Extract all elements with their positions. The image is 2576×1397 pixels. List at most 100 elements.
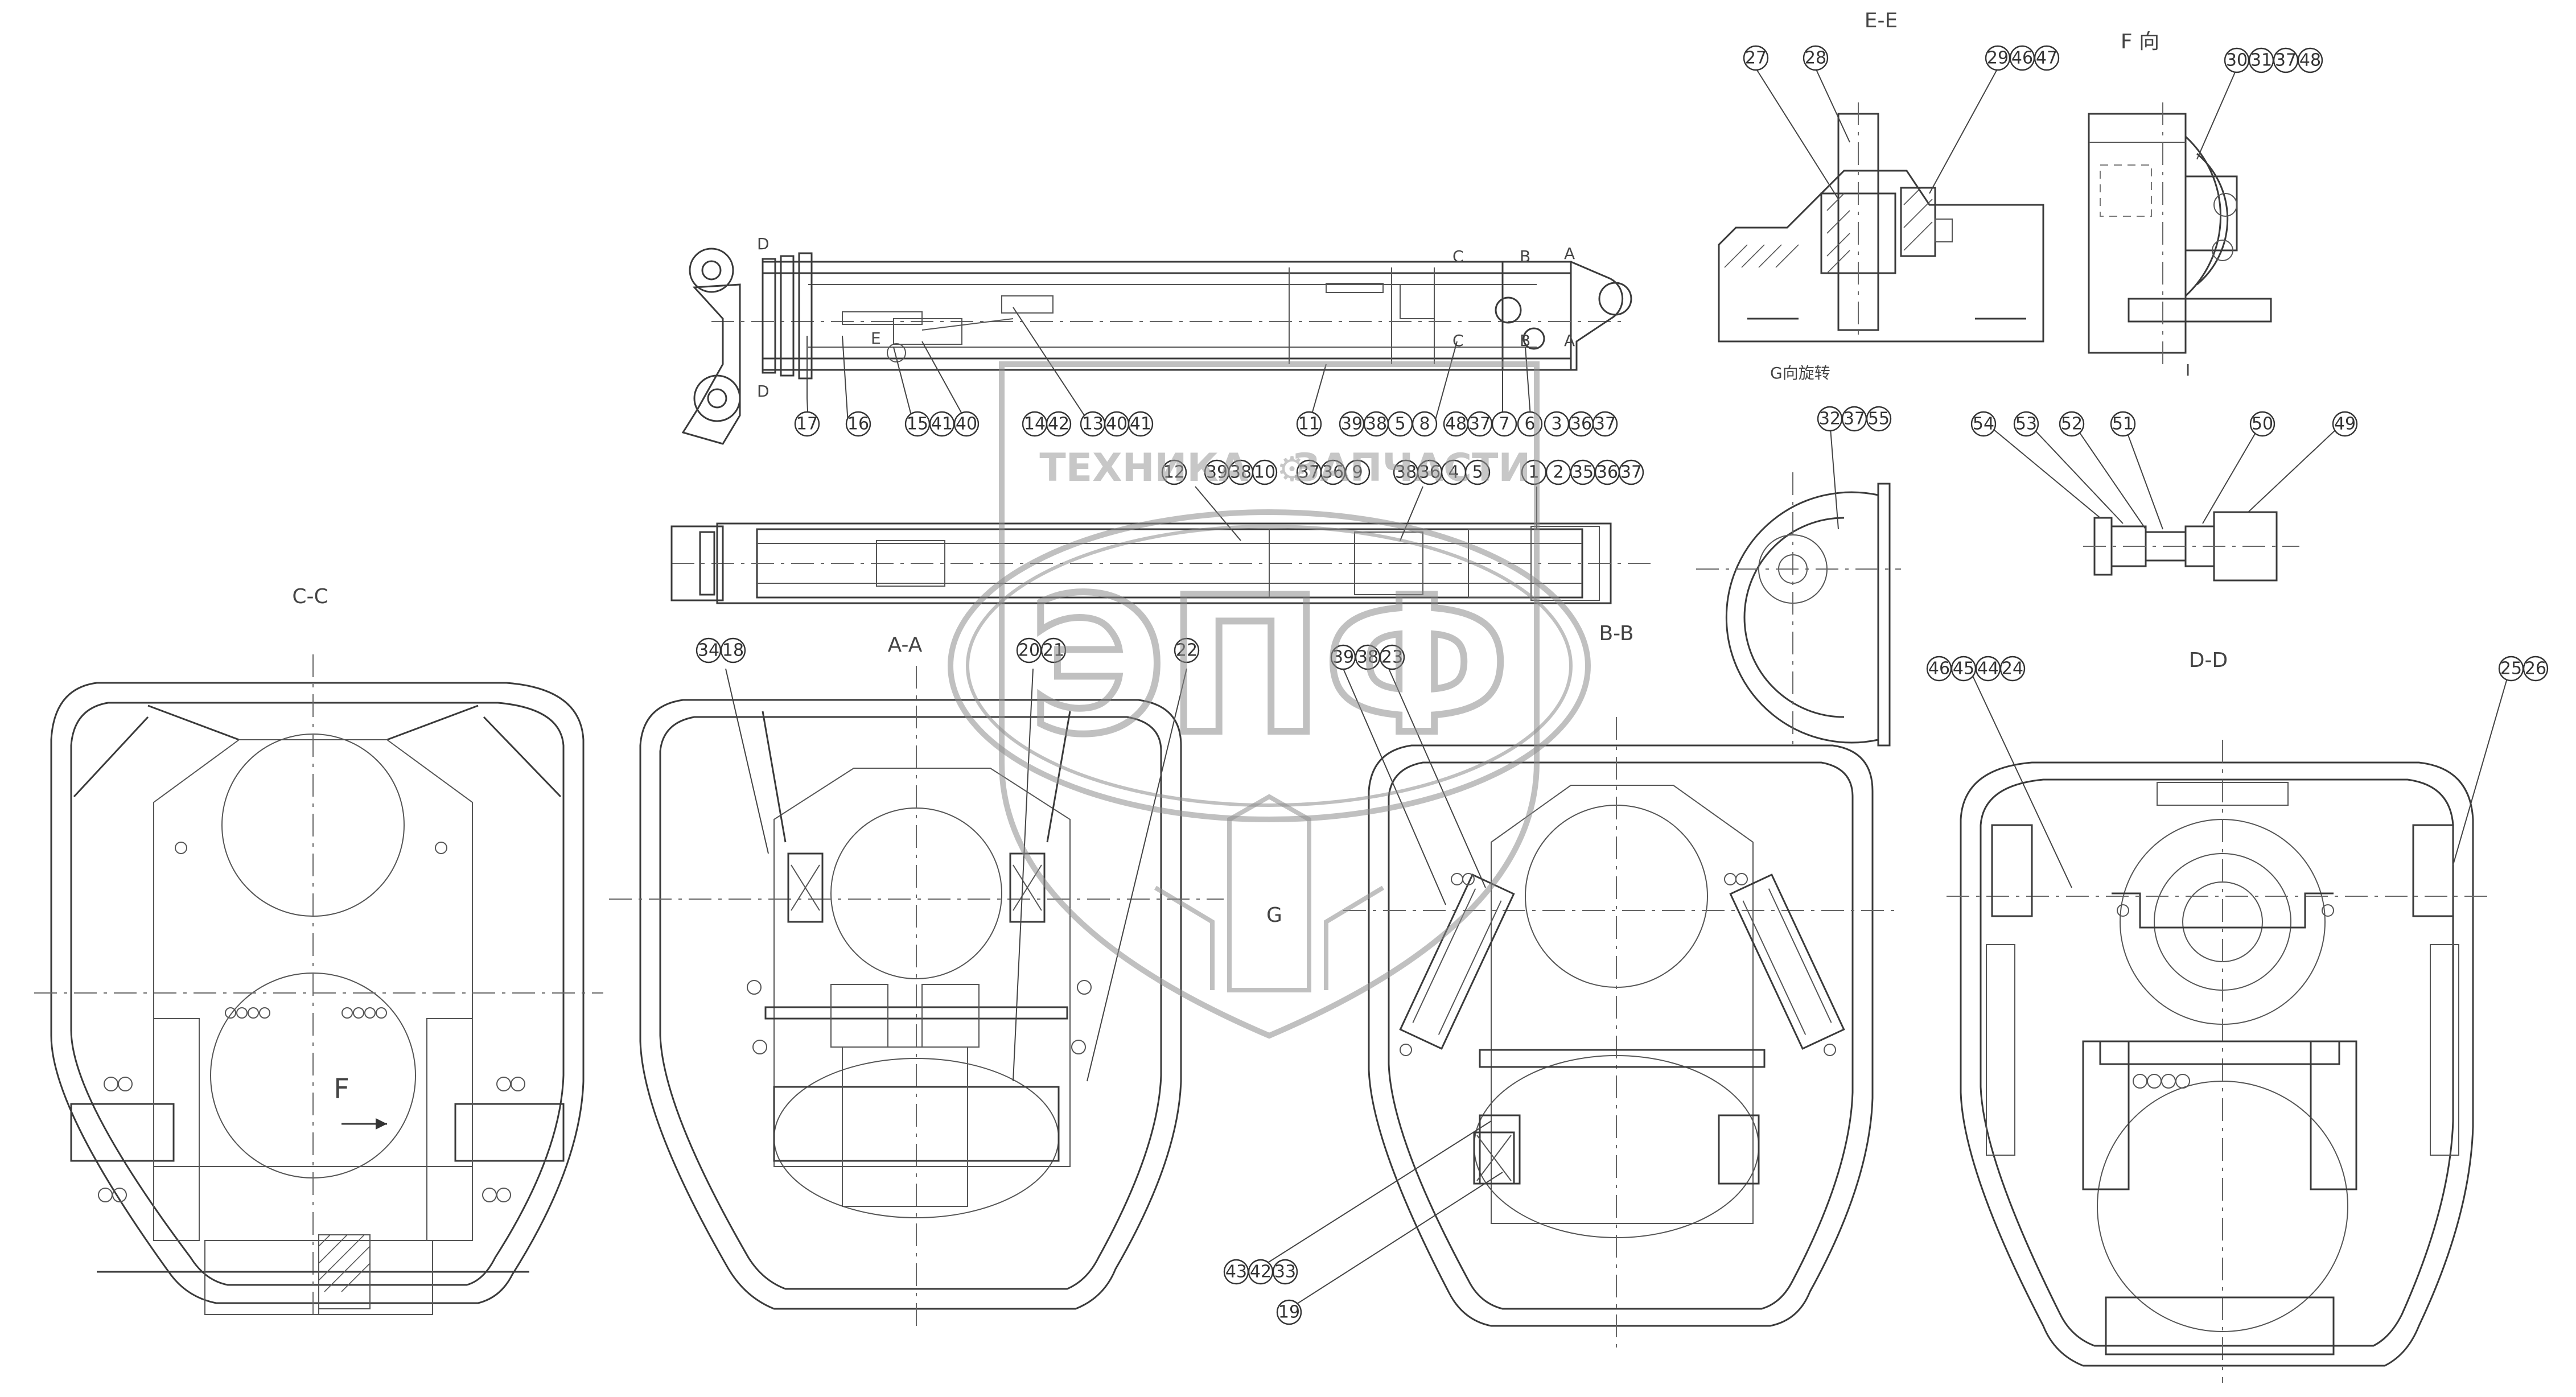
balloon-number: 36 [1322, 463, 1344, 483]
balloon-number: 23 [1381, 648, 1403, 667]
balloon-number: 25 [2500, 659, 2522, 679]
balloon-callout: 36 [1417, 459, 1443, 485]
view-title-f: F 向 [2121, 30, 2159, 53]
balloon-callout: 38 [1228, 459, 1254, 485]
balloon-number: 53 [2015, 414, 2037, 434]
balloon-number: 3 [1551, 414, 1562, 434]
balloon-callout: 44 [1975, 656, 2001, 682]
section-bb [1257, 668, 1901, 1354]
balloon-number: 38 [1357, 648, 1378, 667]
balloon-circle [1296, 411, 1322, 437]
mark-b-bottom: B [1520, 331, 1530, 350]
balloon-circle [1272, 1259, 1298, 1285]
view-title-dd: D-D [2189, 649, 2228, 672]
balloon-circle [1174, 637, 1200, 664]
balloon-circle [1040, 637, 1067, 664]
balloon-callout: 42 [1046, 411, 1072, 437]
hatch-block [318, 1234, 371, 1309]
balloon-number: 17 [796, 414, 818, 434]
balloon-callout: 41 [1127, 411, 1154, 437]
balloon-callout: 31 [2248, 47, 2274, 73]
balloon-circle [1618, 459, 1644, 485]
balloon-callout: 36 [1568, 411, 1594, 437]
balloon-number: 45 [1953, 659, 1974, 679]
balloon-number: 51 [2112, 414, 2134, 434]
balloon-number: 42 [1250, 1262, 1271, 1282]
balloon-callout: 9 [1344, 459, 1371, 485]
balloon-circle [1970, 411, 1997, 437]
balloon-number: 5 [1472, 463, 1483, 483]
balloon-number: 41 [931, 414, 953, 434]
balloon-number: 39 [1332, 648, 1354, 667]
balloon-callout: 38 [1355, 644, 1381, 670]
balloon-callout: 19 [1276, 1299, 1302, 1325]
balloon-callout: 23 [1379, 644, 1405, 670]
balloon-callout: 37 [1467, 411, 1493, 437]
balloon-number: 50 [2252, 414, 2273, 434]
balloon-number: 40 [1106, 414, 1127, 434]
balloon-callout: 55 [1866, 406, 1892, 432]
balloon-callout: 18 [720, 637, 746, 664]
balloon-callout: 15 [904, 411, 931, 437]
balloon-circle [2297, 47, 2323, 73]
balloon-number: 26 [2525, 659, 2546, 679]
balloon-number: 21 [1043, 641, 1064, 661]
mark-c-top: C [1452, 247, 1464, 266]
balloon-callout: 3 [1544, 411, 1570, 437]
balloon-number: 41 [1130, 414, 1151, 434]
balloon-circle [2110, 411, 2136, 437]
balloon-circle [1999, 656, 2026, 682]
mark-d-bottom: D [757, 382, 769, 401]
balloon-number: 46 [1928, 659, 1950, 679]
balloon-number: 2 [1553, 463, 1563, 483]
boom-plan-view [670, 486, 1651, 604]
balloon-number: 18 [722, 641, 744, 661]
section-marks: D D C C B B A A E I G [757, 234, 2190, 927]
balloon-number: 9 [1352, 463, 1363, 483]
balloon-callout: 51 [2110, 411, 2136, 437]
balloon-callout: 22 [1174, 637, 1200, 664]
balloon-callout: 36 [1594, 459, 1620, 485]
balloon-number: 37 [2275, 51, 2297, 71]
balloon-circle [1743, 45, 1769, 71]
balloon-number: 7 [1499, 414, 1509, 434]
watermark-big-text: ЭПФ [1028, 557, 1510, 776]
balloon-callout: 37 [1841, 406, 1867, 432]
balloon-number: 54 [1973, 414, 1994, 434]
balloon-callout: 35 [1570, 459, 1596, 485]
balloon-number: 11 [1298, 414, 1320, 434]
balloon-number: 19 [1278, 1303, 1300, 1322]
balloon-callout: 21 [1040, 637, 1067, 664]
balloon-number: 37 [1298, 463, 1320, 483]
mark-i: I [2186, 361, 2190, 380]
balloon-callout: 48 [2297, 47, 2323, 73]
balloon-number: 36 [1596, 463, 1618, 483]
balloon-callout: 12 [1161, 459, 1187, 485]
view-title-aa: A-A [888, 633, 923, 657]
balloon-callout: 41 [929, 411, 955, 437]
balloon-callout: 34 [696, 637, 722, 664]
balloon-circle [2249, 411, 2275, 437]
balloon-number: 24 [2002, 659, 2023, 679]
mark-a-bottom: A [1564, 331, 1575, 350]
balloon-number: 30 [2226, 51, 2248, 71]
balloon-circle [2522, 656, 2549, 682]
balloon-number: 49 [2334, 414, 2356, 434]
balloon-callout: 26 [2522, 656, 2549, 682]
balloon-number: 44 [1977, 659, 1999, 679]
balloon-callout: 37 [1592, 411, 1618, 437]
balloon-number: 38 [1230, 463, 1252, 483]
balloon-callout: 7 [1491, 411, 1517, 437]
balloon-callout: 16 [845, 411, 871, 437]
balloon-callout: 25 [2498, 656, 2524, 682]
balloon-circle [953, 411, 980, 437]
balloon-callout: 33 [1272, 1259, 1298, 1285]
mark-a-top: A [1564, 244, 1575, 263]
balloon-number: 52 [2061, 414, 2083, 434]
mark-b-top: B [1520, 247, 1530, 266]
balloon-circle [1046, 411, 1072, 437]
balloon-number: 39 [1341, 414, 1363, 434]
balloon-callout: 46 [2009, 45, 2035, 71]
